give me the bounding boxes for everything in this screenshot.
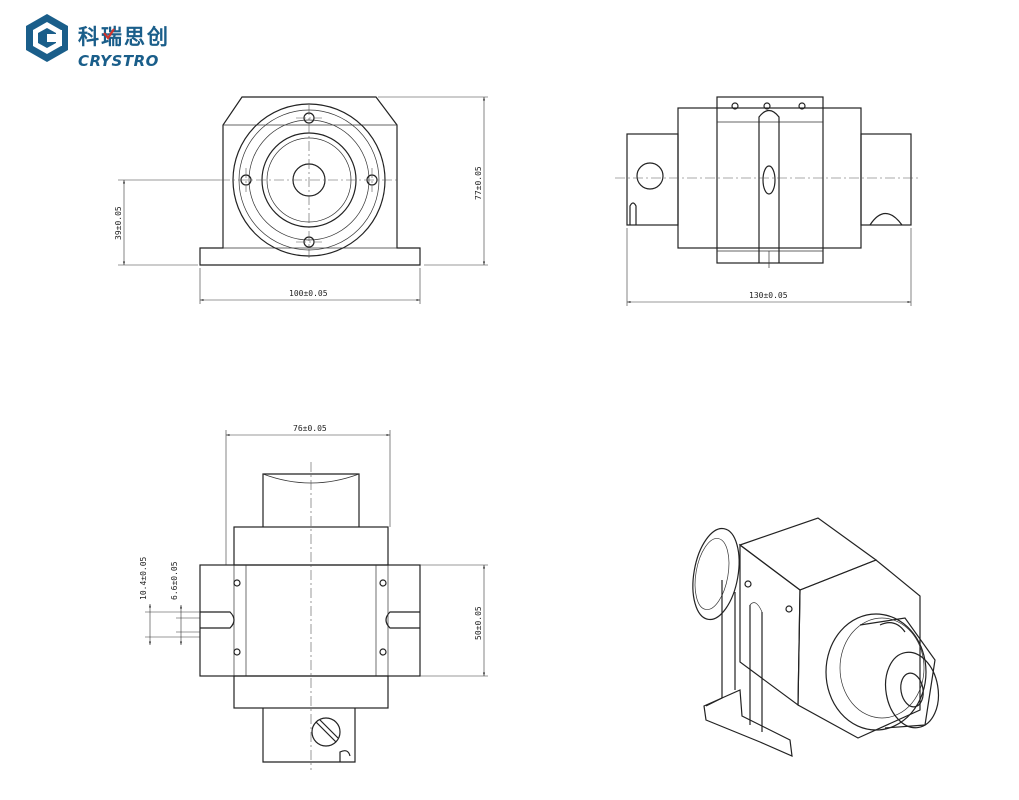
top-view: 76±0.05 10.4±0.05 6.6±0.05 50±0.05 (139, 424, 488, 770)
logo-name-en: CRYSTRO (78, 52, 159, 70)
front-view: 100±0.05 77±0.05 39±0.05 (114, 96, 488, 304)
front-height-dimension: 77±0.05 (474, 166, 483, 200)
top-width-dimension: 76±0.05 (293, 424, 327, 433)
front-axis-dimension: 39±0.05 (114, 206, 123, 240)
front-width-dimension: 100±0.05 (289, 289, 328, 298)
slot-dimension-b: 6.6±0.05 (170, 561, 179, 600)
isometric-view (692, 517, 940, 757)
slot-dimension-a: 10.4±0.05 (139, 556, 148, 600)
logo-name-cn: 科瑞思创 (78, 25, 170, 49)
company-logo: 科瑞思创 CRYSTRO (26, 14, 170, 70)
logo-check-mark-icon (103, 28, 115, 40)
side-view: 130±0.05 (615, 96, 920, 306)
side-length-dimension: 130±0.05 (749, 291, 788, 300)
logo-mark-icon (26, 14, 68, 62)
top-height-dimension: 50±0.05 (474, 606, 483, 640)
